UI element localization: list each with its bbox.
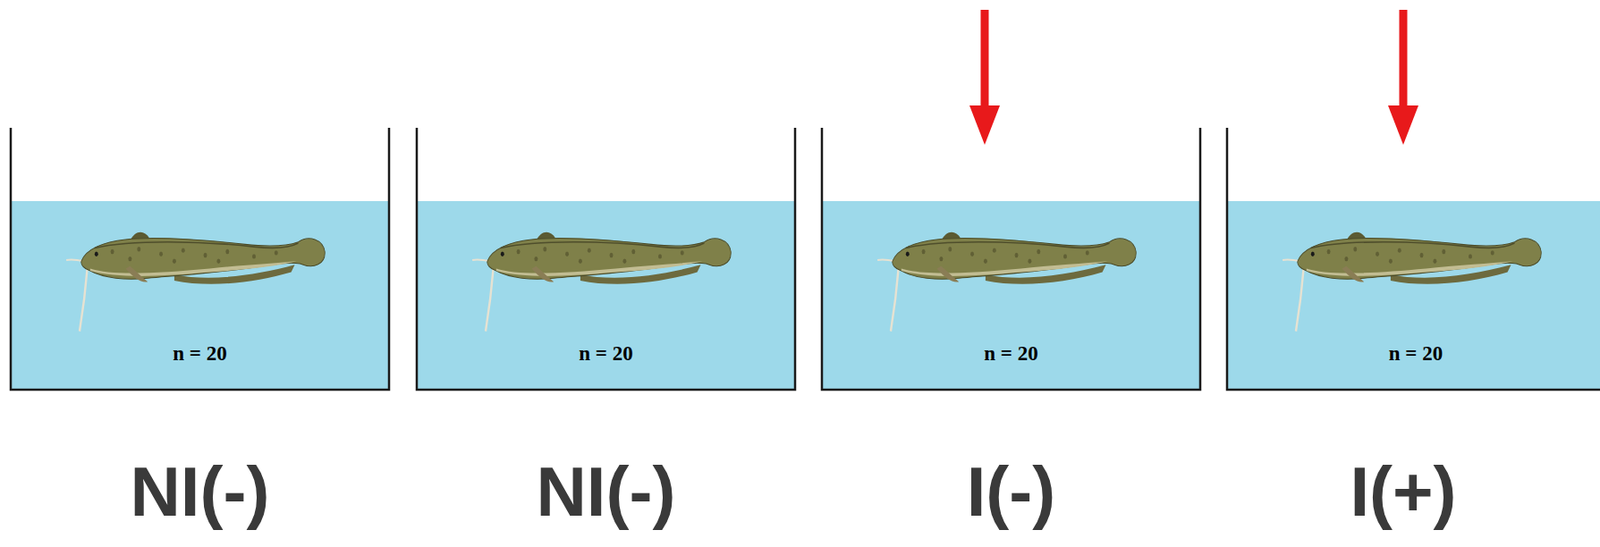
- fish-spot: [1375, 252, 1380, 257]
- catfish: [877, 232, 1136, 332]
- group-label: I(+): [1349, 457, 1457, 527]
- arrow-shaft: [1399, 9, 1408, 110]
- arrow-shaft: [981, 9, 990, 110]
- fish-spot: [1441, 249, 1446, 254]
- fish-spot: [181, 247, 186, 253]
- fish-back: [905, 242, 1110, 249]
- fish-spot: [658, 253, 662, 259]
- sample-size: n = 20: [172, 343, 227, 365]
- fish-spot: [631, 249, 635, 254]
- fish-spot: [252, 253, 256, 259]
- fish-belly: [1306, 261, 1514, 277]
- fish-spot: [1353, 246, 1357, 252]
- water: [1227, 201, 1600, 390]
- fish-spot: [587, 247, 592, 253]
- fish-spot: [225, 249, 229, 254]
- fish-spot: [1490, 250, 1495, 255]
- fish-tank: n = 20NI(-): [415, 127, 796, 391]
- fish-back: [500, 242, 705, 249]
- fish-spot: [1432, 259, 1437, 264]
- fish-spot: [948, 246, 952, 252]
- fish-spot: [565, 252, 569, 257]
- tank-wall: [1227, 127, 1600, 390]
- fish-spot: [609, 253, 614, 258]
- fish-belly: [496, 261, 703, 277]
- fish-belly: [90, 261, 297, 277]
- barbel: [890, 266, 899, 332]
- catfish: [472, 232, 731, 332]
- fish-spot: [1344, 256, 1348, 262]
- fish-body: [892, 237, 1136, 280]
- fish-tank: n = 20I(+): [1226, 127, 1600, 391]
- sample-size: n = 20: [578, 343, 633, 365]
- fish-spot: [939, 256, 943, 262]
- fish-spot: [983, 259, 988, 264]
- fish-back: [1311, 242, 1516, 249]
- red-arrow: [969, 9, 1000, 145]
- fish-body: [1297, 237, 1541, 280]
- fish-spot: [1027, 259, 1032, 264]
- group-label: NI(-): [536, 457, 677, 527]
- barbel: [79, 266, 88, 332]
- water: [821, 201, 1201, 390]
- barbel: [485, 266, 494, 332]
- fish-spot: [533, 256, 538, 262]
- fish-back: [94, 242, 299, 249]
- group-label: I(-): [966, 457, 1057, 527]
- sample-size: n = 20: [983, 343, 1038, 365]
- fish-spot: [203, 253, 208, 258]
- fish-tank: n = 20NI(-): [9, 127, 390, 391]
- fish-body: [487, 237, 731, 280]
- fish-spot: [622, 259, 627, 264]
- tank-wall: [10, 127, 390, 390]
- pectoral-fin: [531, 266, 554, 283]
- fish-spot: [992, 247, 997, 253]
- fish-spot: [680, 250, 685, 255]
- fish-spot: [1327, 249, 1331, 254]
- fish-eye: [500, 252, 505, 257]
- pectoral-fin: [125, 266, 148, 283]
- fish-spot: [110, 249, 115, 254]
- fish-spot: [1468, 253, 1473, 259]
- barbel: [1295, 266, 1304, 332]
- fish-spot: [1015, 253, 1019, 258]
- catfish: [66, 232, 325, 332]
- fish-spot: [578, 259, 583, 264]
- fish-spot: [970, 252, 974, 257]
- fish-body: [81, 237, 325, 280]
- fish-spot: [172, 259, 177, 264]
- water: [416, 201, 796, 390]
- catfish: [1282, 232, 1541, 332]
- fish-spot: [922, 249, 926, 254]
- fish-spot: [127, 256, 132, 262]
- fish-eye: [1311, 252, 1315, 257]
- fish-spot: [1036, 249, 1041, 254]
- fish-eye: [94, 252, 99, 257]
- pectoral-fin: [936, 266, 959, 283]
- fish-spot: [136, 246, 141, 252]
- fish-tank: n = 20I(-): [821, 127, 1202, 391]
- fish-spot: [542, 246, 547, 252]
- fish-spot: [274, 250, 279, 255]
- pectoral-fin: [1341, 266, 1364, 283]
- red-arrow: [1388, 9, 1419, 145]
- arrow-head: [969, 105, 1000, 145]
- sample-size: n = 20: [1388, 343, 1443, 365]
- tank-wall: [821, 127, 1201, 390]
- fish-spot: [1063, 253, 1067, 259]
- fish-spot: [1085, 250, 1090, 255]
- tank-wall: [416, 127, 796, 390]
- fish-spot: [216, 259, 221, 264]
- fish-spot: [1388, 259, 1393, 264]
- fish-spot: [516, 249, 521, 254]
- fish-belly: [901, 261, 1109, 277]
- arrow-head: [1388, 105, 1419, 145]
- water: [10, 201, 390, 390]
- group-label: NI(-): [130, 457, 271, 527]
- fish-spot: [1397, 247, 1402, 253]
- fish-spot: [159, 252, 163, 257]
- fish-eye: [905, 252, 910, 257]
- fish-spot: [1420, 253, 1424, 258]
